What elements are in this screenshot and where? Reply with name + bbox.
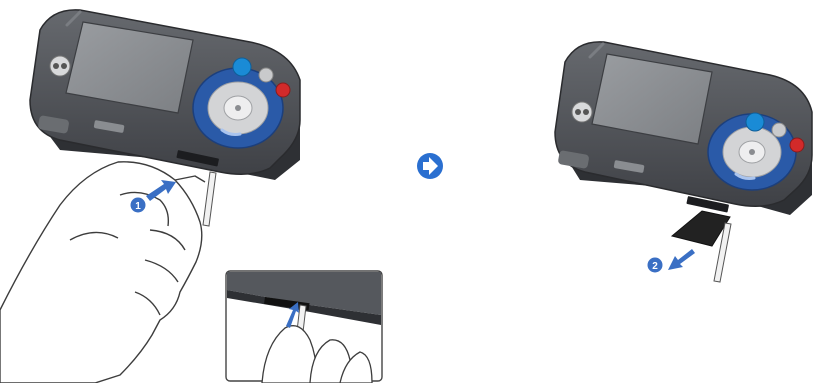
- right-arrow-circle-icon: [417, 153, 443, 179]
- phone-right: [555, 42, 812, 282]
- step-2-badge: 2: [648, 258, 663, 273]
- call-key-icon: [233, 58, 251, 76]
- step-1-badge: 1: [131, 198, 146, 213]
- call-key-right-icon: [746, 113, 764, 131]
- detail-inset: [226, 271, 382, 383]
- end-key-right-icon: [790, 138, 804, 152]
- end-key-icon: [276, 83, 290, 97]
- hand-left: [0, 162, 205, 383]
- brand-logo-icon: [50, 56, 70, 76]
- clear-key-right-icon: [772, 123, 786, 137]
- step-1-number: 1: [135, 201, 141, 212]
- clear-key-icon: [259, 68, 273, 82]
- pull-arrow-icon: [668, 249, 695, 270]
- brand-logo-right-icon: [572, 102, 592, 122]
- step-2-number: 2: [652, 261, 658, 272]
- eject-pin-left: [203, 172, 216, 226]
